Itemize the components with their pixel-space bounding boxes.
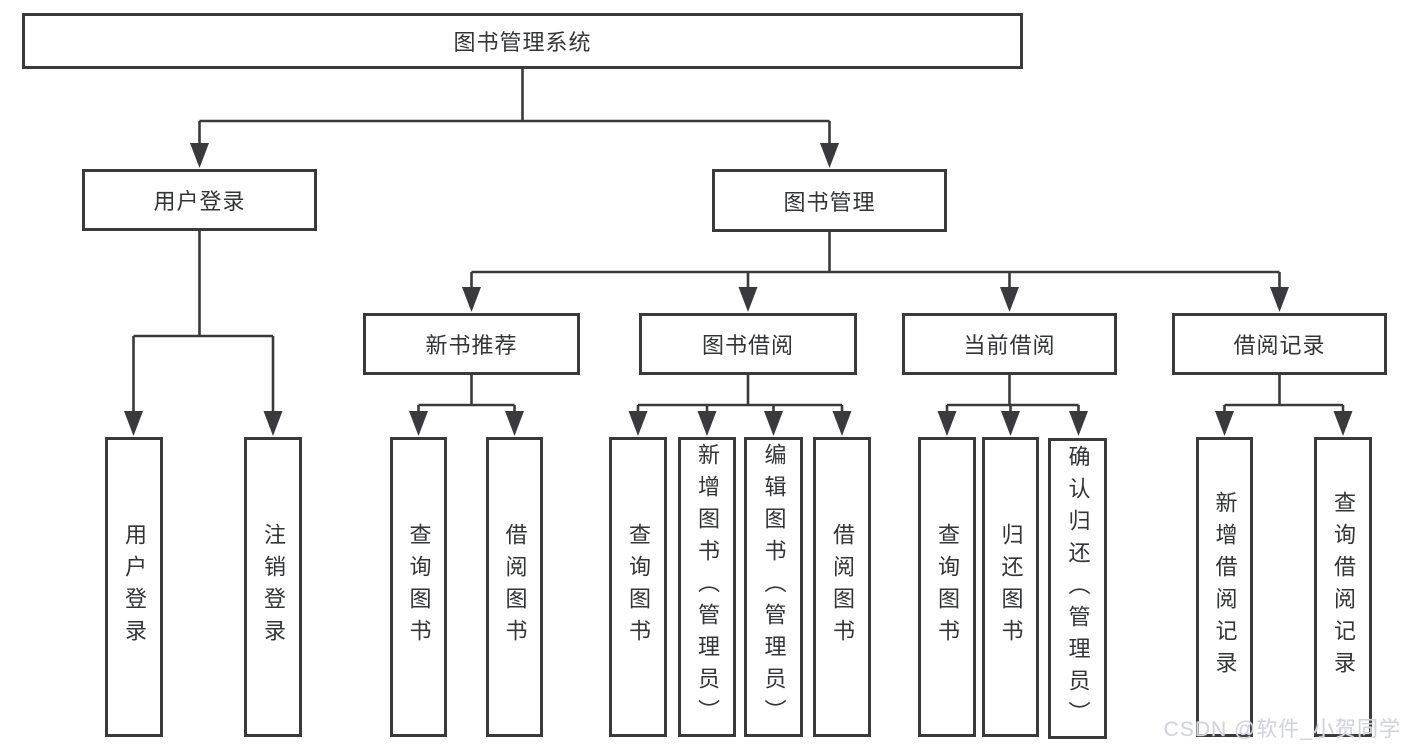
connector-mgmt-to-level3 <box>462 232 1289 312</box>
connector-records-to-leaves <box>1215 375 1353 436</box>
node-current-borrowing: 当前借阅 <box>902 313 1117 375</box>
node-label: 新增图书（管理员） <box>695 443 720 731</box>
node-label: 查询图书 <box>626 523 651 651</box>
node-label: 当前借阅 <box>963 333 1056 358</box>
node-book-borrowing: 图书借阅 <box>639 313 857 375</box>
leaf-query-borrow-record: 查询借阅记录 <box>1314 437 1372 737</box>
node-book-management: 图书管理 <box>712 169 947 232</box>
node-label: 归还图书 <box>998 523 1024 651</box>
connector-newbooks-to-leaves <box>409 375 524 436</box>
leaf-query-books-current: 查询图书 <box>918 437 976 737</box>
connector-current-to-leaves <box>937 375 1088 436</box>
node-label: 用户登录 <box>153 189 246 214</box>
node-label: 确认归还（管理员） <box>1065 444 1091 733</box>
leaf-confirm-return-admin: 确认归还（管理员） <box>1048 438 1107 739</box>
node-label: 图书管理 <box>783 189 876 215</box>
leaf-add-borrow-record: 新增借阅记录 <box>1196 437 1253 737</box>
node-label: 用户登录 <box>122 523 147 651</box>
node-label: 借阅图书 <box>502 523 528 651</box>
leaf-borrow-books-recommend: 借阅图书 <box>486 437 543 737</box>
leaf-query-books-borrowing: 查询图书 <box>609 437 667 737</box>
leaf-user-login: 用户登录 <box>105 437 163 737</box>
node-new-book-recommendation: 新书推荐 <box>363 313 580 375</box>
leaf-logout: 注销登录 <box>244 437 302 737</box>
node-label: 注销登录 <box>261 523 286 651</box>
node-label: 查询图书 <box>406 523 432 651</box>
node-label: 新书推荐 <box>425 333 518 358</box>
connector-root-to-level2 <box>190 69 839 168</box>
node-label: 查询图书 <box>935 523 960 651</box>
node-label: 借阅记录 <box>1233 333 1326 358</box>
node-label: 新增借阅记录 <box>1212 491 1238 683</box>
node-label: 借阅图书 <box>830 523 855 651</box>
csdn-watermark: CSDN @软件_小贺同学 <box>1163 718 1401 741</box>
node-user-login: 用户登录 <box>82 169 317 231</box>
node-label: 图书借阅 <box>701 333 794 358</box>
node-system-root: 图书管理系统 <box>22 13 1023 69</box>
leaf-edit-books-admin: 编辑图书（管理员） <box>744 437 803 737</box>
node-label: 编辑图书（管理员） <box>761 443 787 731</box>
node-label: 图书管理系统 <box>453 30 592 55</box>
node-borrowing-records: 借阅记录 <box>1172 313 1387 375</box>
leaf-borrow-books-borrowing: 借阅图书 <box>813 437 871 737</box>
leaf-return-books: 归还图书 <box>982 437 1039 737</box>
connector-login-to-leaves <box>124 231 283 436</box>
leaf-add-books-admin: 新增图书（管理员） <box>678 437 736 737</box>
leaf-query-books-recommend: 查询图书 <box>390 437 447 737</box>
connector-borrowing-to-leaves <box>628 375 852 436</box>
node-label: 查询借阅记录 <box>1331 491 1356 683</box>
